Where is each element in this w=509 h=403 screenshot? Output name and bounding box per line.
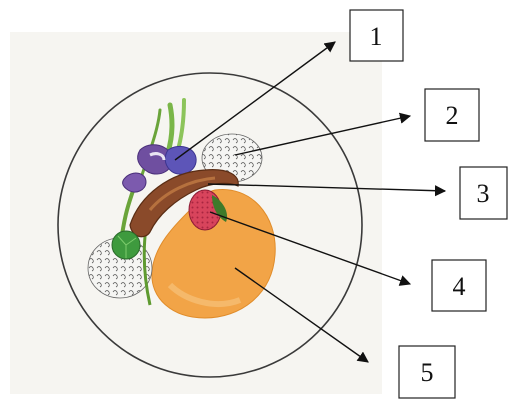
- label-2: 2: [446, 101, 459, 130]
- eggplant-slice-2: [165, 146, 196, 174]
- label-box-4: 4: [432, 260, 486, 311]
- label-box-1: 1: [350, 10, 403, 61]
- label-3: 3: [477, 179, 490, 208]
- label-4: 4: [453, 272, 466, 301]
- label-box-3: 3: [460, 167, 507, 219]
- label-5: 5: [421, 358, 434, 387]
- label-box-5: 5: [399, 346, 455, 398]
- label-1: 1: [370, 22, 383, 51]
- label-box-2: 2: [425, 89, 479, 141]
